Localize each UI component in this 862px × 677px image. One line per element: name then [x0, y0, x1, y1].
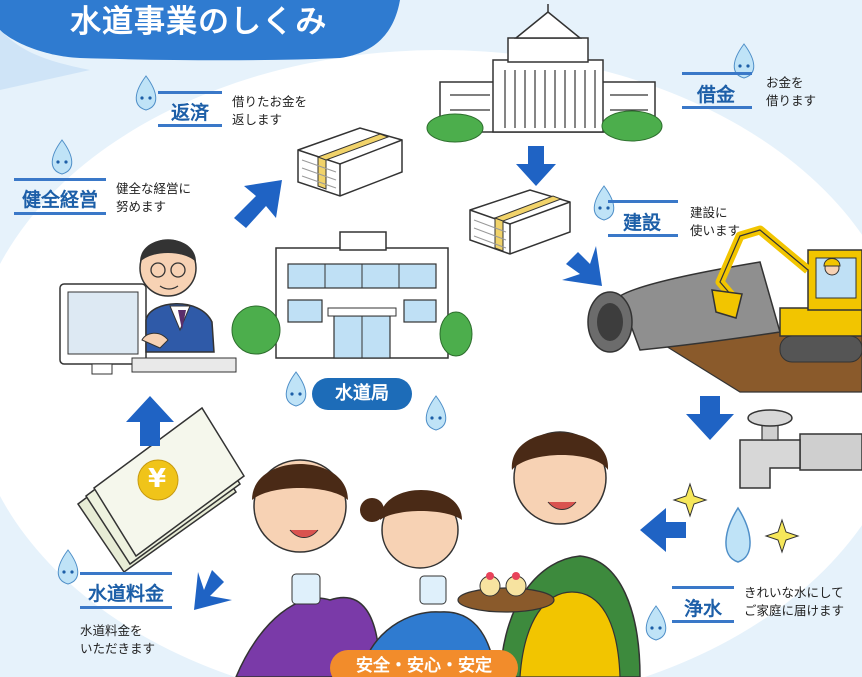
water-drop-mascot-icon-shakkin [733, 43, 755, 79]
step-label-keiei: 健全経営 [21, 189, 98, 211]
step-desc-jousui-line2: ご家庭に届けます [744, 603, 845, 618]
title-banner [0, 0, 400, 61]
step-line-shakkin-bottom [682, 106, 752, 109]
step-desc-shakkin-line1: お金を [766, 75, 804, 90]
step-desc-keiei-line1: 健全な経営に [116, 181, 192, 196]
step-line-keiei-bottom [14, 212, 106, 215]
water-drop-mascots [51, 43, 755, 641]
bottom-banner: 安全・安心・安定 [330, 650, 518, 677]
arrow-down-icon-2 [686, 396, 734, 440]
water-drop-mascot-icon-hensai [135, 75, 157, 111]
step-desc-hensai-line2: 返します [232, 112, 283, 127]
step-desc-jousui-line1: きれいな水にして [744, 585, 844, 600]
step-line-shakkin [682, 72, 752, 75]
parliament-building-icon [426, 4, 663, 143]
step-label-kensetsu: 建設 [622, 212, 661, 234]
step-line-jousui-bottom [672, 620, 734, 623]
step-desc-kensetsu-line2: 使います [690, 223, 741, 238]
arrow-diag-icon-2 [194, 570, 232, 610]
step-label-shakkin: 借金 [696, 84, 735, 106]
step-desc-shakkin-line2: 借ります [766, 93, 817, 108]
arrow-diag-icon-3 [234, 180, 282, 228]
water-drop-mascot-icon-jousui [645, 605, 667, 641]
arrow-down-icon-1 [516, 146, 556, 186]
title-banner-shadow [0, 30, 90, 90]
water-drop-mascot-icon-keiei [51, 139, 73, 175]
page-title: 水道事業のしくみ [70, 4, 328, 40]
background-oval [0, 50, 862, 677]
water-drop-mascot-icon-bureau [285, 371, 307, 407]
step-desc-hensai-line1: 借りたお金を [232, 94, 308, 109]
water-drop-mascot-icon-bureau-2 [425, 395, 447, 431]
step-line-ryoukin-bottom [80, 606, 172, 609]
arrow-left-icon [640, 508, 686, 552]
yen-bills-icon [76, 406, 246, 574]
excavator-pipe-icon [587, 225, 862, 393]
money-stack-icon-kensetsu [469, 189, 571, 255]
water-drop-mascot-icon-kensetsu [593, 185, 615, 221]
step-line-keiei [14, 178, 106, 181]
water-bureau-building-icon [231, 231, 473, 359]
step-desc-ryoukin-line1: 水道料金を [80, 623, 143, 638]
step-desc-ryoukin-line2: いただきます [80, 641, 156, 656]
step-desc-keiei-line2: 努めます [116, 199, 167, 214]
cycle-arrows [126, 146, 734, 610]
office-worker-icon [59, 239, 237, 375]
step-line-jousui [672, 586, 734, 589]
money-stack-icon-hensai [297, 127, 403, 197]
water-drop-mascot-icon-ryoukin [57, 549, 79, 585]
step-desc-kensetsu-line1: 建設に [690, 205, 728, 220]
arrow-up-icon [126, 396, 174, 446]
yen-icon: ¥ [148, 464, 167, 494]
step-label-ryoukin: 水道料金 [87, 583, 164, 605]
arrow-diag-icon-1 [562, 246, 602, 286]
step-line-ryoukin [80, 572, 172, 575]
step-label-jousui: 浄水 [683, 598, 722, 620]
step-line-kensetsu [608, 200, 678, 203]
faucet-icon [672, 409, 862, 563]
step-line-kensetsu-bottom [608, 234, 678, 237]
step-line-hensai [158, 91, 222, 94]
step-line-hensai-bottom [158, 124, 222, 127]
step-label-hensai: 返済 [170, 102, 209, 124]
center-label-bureau: 水道局 [312, 378, 412, 410]
